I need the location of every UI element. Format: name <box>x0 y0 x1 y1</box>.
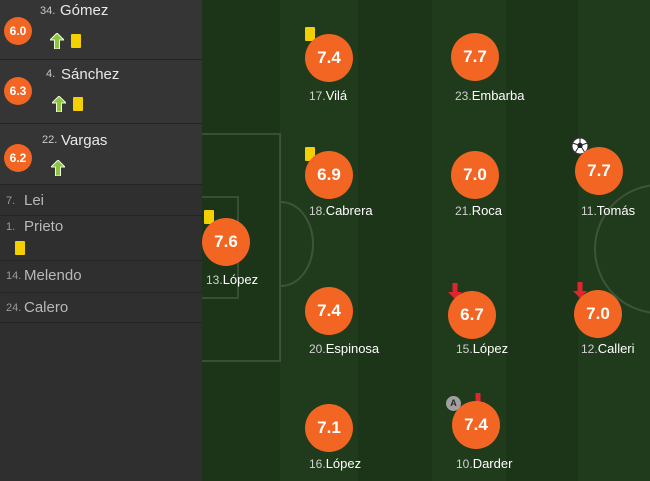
player-rating: 7.4 <box>305 34 353 82</box>
yellow-card-icon <box>204 210 214 224</box>
player-number: 12. <box>581 342 598 356</box>
sub-in-arrow-icon <box>50 33 64 49</box>
player-rating: 7.6 <box>202 218 250 266</box>
player-number: 10. <box>456 457 473 471</box>
player-number: 34. <box>40 5 56 17</box>
yellow-card-icon <box>305 27 315 41</box>
player-number: 13. <box>206 273 223 287</box>
player-name: Sánchez <box>61 66 120 83</box>
player-number: 23. <box>455 89 472 103</box>
player-rating: 6.0 <box>4 17 32 45</box>
player-name: López <box>472 341 509 356</box>
player-name: Embarba <box>471 88 525 103</box>
player-name: López <box>325 456 362 471</box>
pitch: 7.6 13.López 7.4 17.Vilá 6.9 18.Cabrera … <box>202 0 650 481</box>
captain-icon: A <box>446 396 461 411</box>
player-rating: 7.0 <box>574 290 622 338</box>
yellow-card-icon <box>305 147 315 161</box>
player-rating: 7.7 <box>575 147 623 195</box>
substitutes-panel: 6.0 34. Gómez 6.3 4. Sánchez 6.2 22. Var… <box>0 0 202 481</box>
yellow-card-icon <box>71 34 81 48</box>
player-rating: 7.0 <box>451 151 499 199</box>
player-number: 14. <box>6 270 22 282</box>
player-name: Lei <box>24 192 45 209</box>
player-name: Vargas <box>61 132 108 149</box>
player-number: 11. <box>581 204 597 218</box>
player-name: Calero <box>24 299 69 316</box>
player-name: Gómez <box>60 2 109 19</box>
substitute-row[interactable]: 6.0 34. Gómez <box>0 0 202 60</box>
bench-row[interactable]: 7. Lei <box>0 185 202 216</box>
player-name: Vilá <box>325 88 348 103</box>
player-name: Cabrera <box>325 203 373 218</box>
player-number: 18. <box>309 204 326 218</box>
player-name: López <box>222 272 259 287</box>
player-name: Calleri <box>597 341 635 356</box>
player-number: 22. <box>42 134 58 146</box>
player-name: Darder <box>472 456 513 471</box>
player-name: Melendo <box>24 267 82 284</box>
player-rating: 7.4 <box>452 401 500 449</box>
goal-ball-icon <box>571 137 589 155</box>
player-number: 7. <box>6 195 16 207</box>
yellow-card-icon <box>73 97 83 111</box>
player-name: Tomás <box>596 203 636 218</box>
player-number: 4. <box>46 68 56 80</box>
player-name: Espinosa <box>325 341 380 356</box>
player-number: 15. <box>456 342 473 356</box>
substitute-row[interactable]: 6.2 22. Vargas <box>0 124 202 185</box>
player-rating: 7.1 <box>305 404 353 452</box>
player-number: 21. <box>455 204 472 218</box>
yellow-card-icon <box>15 241 25 255</box>
player-rating: 6.3 <box>4 77 32 105</box>
player-rating: 7.7 <box>451 33 499 81</box>
bench-row[interactable]: 24. Calero <box>0 293 202 323</box>
player-rating: 7.4 <box>305 287 353 335</box>
penalty-area <box>202 133 281 362</box>
player-rating: 6.2 <box>4 144 32 172</box>
substitute-row[interactable]: 6.3 4. Sánchez <box>0 60 202 124</box>
player-number: 20. <box>309 342 326 356</box>
player-name: Prieto <box>24 218 64 235</box>
player-number: 16. <box>309 457 326 471</box>
player-rating: 6.7 <box>448 291 496 339</box>
player-number: 1. <box>6 221 16 233</box>
player-rating: 6.9 <box>305 151 353 199</box>
sub-in-arrow-icon <box>52 96 66 112</box>
sub-in-arrow-icon <box>51 160 65 176</box>
player-number: 17. <box>309 89 326 103</box>
bench-row[interactable]: 14. Melendo <box>0 261 202 293</box>
player-number: 24. <box>6 302 22 314</box>
player-name: Roca <box>471 203 503 218</box>
bench-row[interactable]: 1. Prieto <box>0 216 202 261</box>
